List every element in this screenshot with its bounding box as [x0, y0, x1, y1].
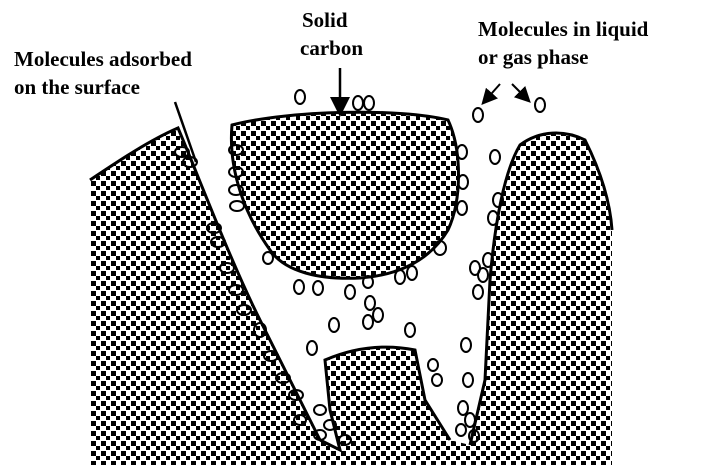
adsorbed-label-1: Molecules adsorbed	[14, 47, 192, 71]
adsorbed-label-2: on the surface	[14, 75, 140, 99]
phase-arrow-left	[484, 84, 500, 102]
phase-arrow-right	[512, 84, 528, 100]
phase-label-1: Molecules in liquid	[478, 17, 649, 41]
phase-label-2: or gas phase	[478, 45, 588, 69]
solid-carbon-label-1: Solid	[302, 8, 348, 32]
solid-carbon-label-2: carbon	[300, 36, 363, 60]
